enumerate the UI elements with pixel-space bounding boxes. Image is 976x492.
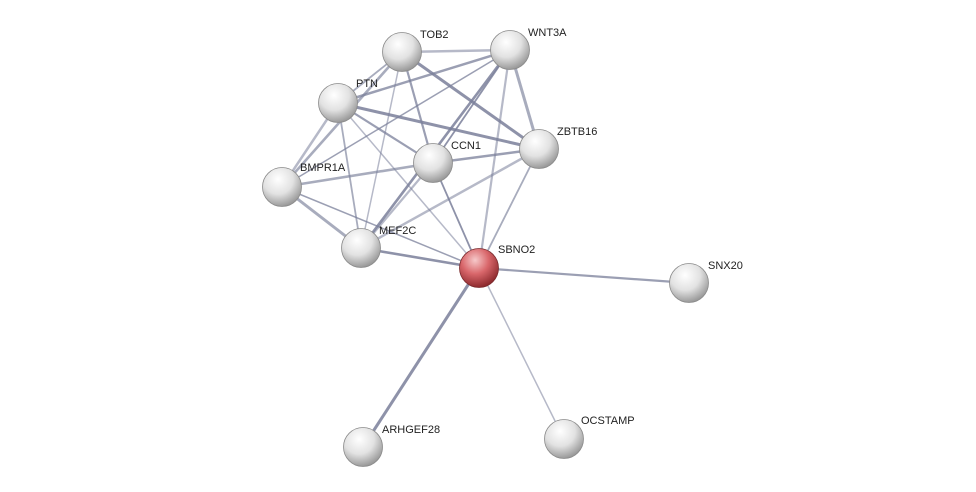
node-zbtb16[interactable]: ZBTB16 bbox=[519, 126, 598, 169]
edge-wnt3a-ptn[interactable] bbox=[337, 48, 511, 105]
node-sphere[interactable] bbox=[318, 83, 358, 123]
node-bmpr1a[interactable]: BMPR1A bbox=[262, 162, 346, 207]
node-label: ZBTB16 bbox=[557, 126, 597, 138]
node-sphere[interactable] bbox=[341, 228, 381, 268]
node-tob2[interactable]: TOB2 bbox=[382, 29, 449, 72]
node-label: SBNO2 bbox=[498, 244, 535, 256]
edge-mef2c-zbtb16[interactable] bbox=[360, 147, 540, 250]
node-arhgef28[interactable]: ARHGEF28 bbox=[343, 424, 441, 467]
edge-mef2c-sbno2[interactable] bbox=[360, 246, 480, 270]
edges-layer bbox=[280, 48, 690, 448]
node-label: ARHGEF28 bbox=[382, 424, 440, 436]
node-label: BMPR1A bbox=[300, 162, 346, 174]
edge-zbtb16-sbno2[interactable] bbox=[478, 148, 540, 269]
node-sphere[interactable] bbox=[382, 32, 422, 72]
edge-bmpr1a-sbno2[interactable] bbox=[281, 186, 480, 269]
node-sphere[interactable] bbox=[669, 263, 709, 303]
node-sphere[interactable] bbox=[413, 143, 453, 183]
node-label: PTN bbox=[356, 78, 378, 90]
node-sphere[interactable] bbox=[519, 129, 559, 169]
node-wnt3a[interactable]: WNT3A bbox=[490, 27, 568, 70]
edge-ccn1-bmpr1a[interactable] bbox=[281, 161, 434, 189]
edge-ptn-sbno2[interactable] bbox=[337, 102, 480, 269]
node-sphere[interactable] bbox=[262, 167, 302, 207]
node-ptn[interactable]: PTN bbox=[318, 78, 379, 123]
node-sphere[interactable] bbox=[544, 419, 584, 459]
node-ccn1[interactable]: CCN1 bbox=[413, 140, 481, 183]
node-mef2c[interactable]: MEF2C bbox=[341, 225, 417, 268]
node-ocstamp[interactable]: OCSTAMP bbox=[544, 415, 635, 459]
edge-wnt3a-bmpr1a[interactable] bbox=[281, 49, 511, 188]
edge-sbno2-ocstamp[interactable] bbox=[478, 267, 565, 440]
node-label: MEF2C bbox=[379, 225, 416, 237]
node-sphere[interactable] bbox=[343, 427, 383, 467]
edge-sbno2-arhgef28[interactable] bbox=[361, 267, 481, 448]
node-label: SNX20 bbox=[708, 260, 743, 272]
node-sphere[interactable] bbox=[459, 248, 499, 288]
edge-wnt3a-sbno2[interactable] bbox=[477, 49, 512, 269]
edge-sbno2-snx20[interactable] bbox=[478, 266, 690, 285]
node-snx20[interactable]: SNX20 bbox=[669, 260, 743, 303]
node-label: OCSTAMP bbox=[581, 415, 635, 427]
node-label: CCN1 bbox=[451, 140, 481, 152]
node-sphere[interactable] bbox=[490, 30, 530, 70]
edge-ptn-zbtb16[interactable] bbox=[337, 101, 540, 151]
node-sbno2[interactable]: SBNO2 bbox=[459, 244, 536, 288]
node-label: TOB2 bbox=[420, 29, 449, 41]
node-label: WNT3A bbox=[528, 27, 567, 39]
